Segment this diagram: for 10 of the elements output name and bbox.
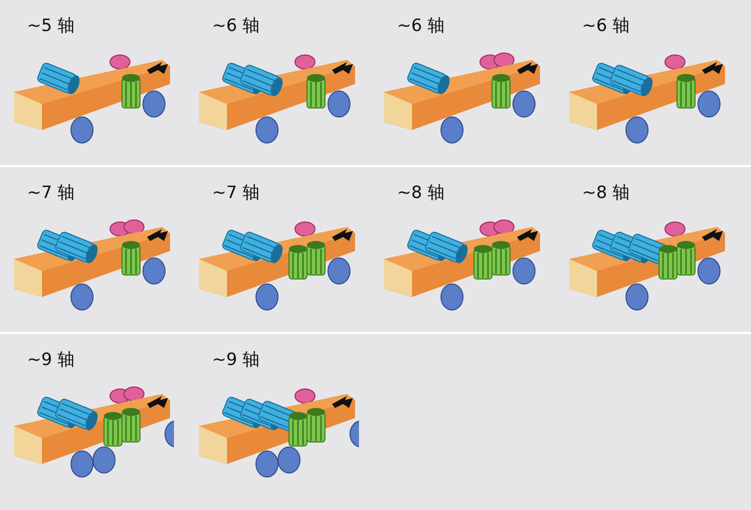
axis-count-label: ~7 轴 [27, 182, 74, 204]
axis-count-label: ~8 轴 [582, 182, 630, 204]
axis-count-label: ~6 轴 [397, 15, 444, 37]
axis-count-label: ~9 轴 [27, 349, 74, 371]
axis-count-label: ~6 轴 [212, 15, 260, 37]
axis-count-label: ~7 轴 [212, 182, 260, 204]
axis-count-label: ~8 轴 [397, 182, 444, 204]
axis-count-label: ~9 轴 [212, 349, 260, 371]
axis-count-label: ~6 轴 [582, 15, 630, 37]
axis-count-label: ~5 轴 [27, 15, 74, 37]
